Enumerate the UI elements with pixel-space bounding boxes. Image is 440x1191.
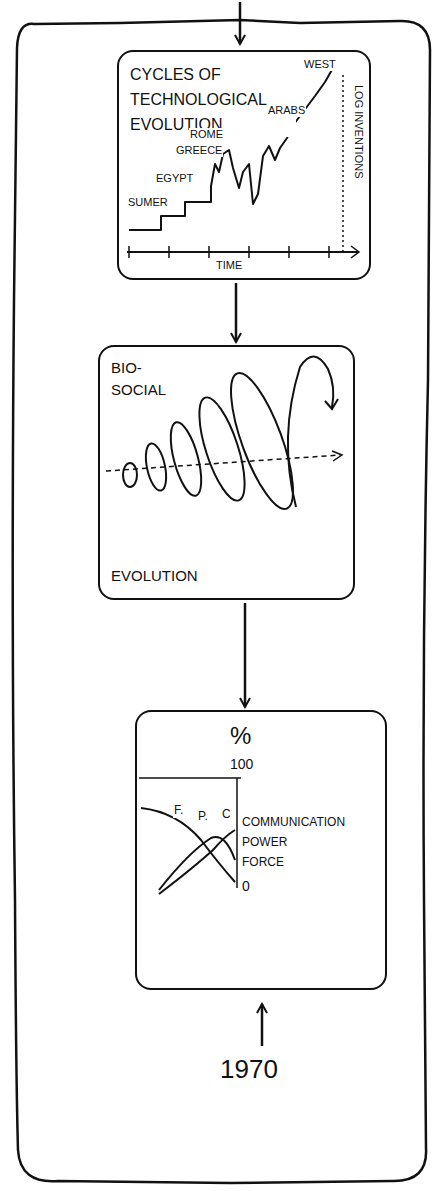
axis-unit: % xyxy=(229,722,252,750)
year-arrow xyxy=(261,1004,264,1046)
axis-label: TIME xyxy=(215,259,243,272)
entry-arrow xyxy=(239,2,242,44)
era-label: SUMER xyxy=(127,196,169,209)
flow-arrow xyxy=(244,603,247,707)
curve-letter: F. xyxy=(173,804,184,818)
curve-name: FORCE xyxy=(241,856,285,870)
curve-letter: C xyxy=(221,808,232,822)
axis-number: 100 xyxy=(229,756,254,772)
era-label: ARABS xyxy=(267,104,306,117)
share-panel: % 100F. P. C COMMUNICATION POWER FORCE 0 xyxy=(135,710,387,990)
panel-title: EVOLUTION xyxy=(110,567,199,584)
era-label: GREECE xyxy=(175,144,223,157)
curve-letter: P. xyxy=(197,810,209,824)
panel-title: CYCLES OF TECHNOLOGICAL EVOLUTION xyxy=(129,62,296,137)
era-label: EGYPT xyxy=(155,172,194,185)
flow-arrow xyxy=(235,283,238,342)
panel-title: BIO-SOCIAL xyxy=(110,357,174,401)
curve-name: COMMUNICATION xyxy=(241,816,346,830)
axis-label: LOG INVENTIONS xyxy=(352,84,365,180)
year-label: 1970 xyxy=(220,1054,278,1085)
chart-panel: CYCLES OF TECHNOLOGICAL EVOLUTION WEST ARA… xyxy=(117,50,371,280)
chart-drawing xyxy=(137,712,389,992)
axis-number: 0 xyxy=(241,878,251,894)
era-label: ROME xyxy=(189,128,224,141)
era-label: WEST xyxy=(303,58,337,71)
curve-name: POWER xyxy=(241,836,288,850)
spiral-panel: BIO-SOCIAL EVOLUTION xyxy=(98,345,355,600)
